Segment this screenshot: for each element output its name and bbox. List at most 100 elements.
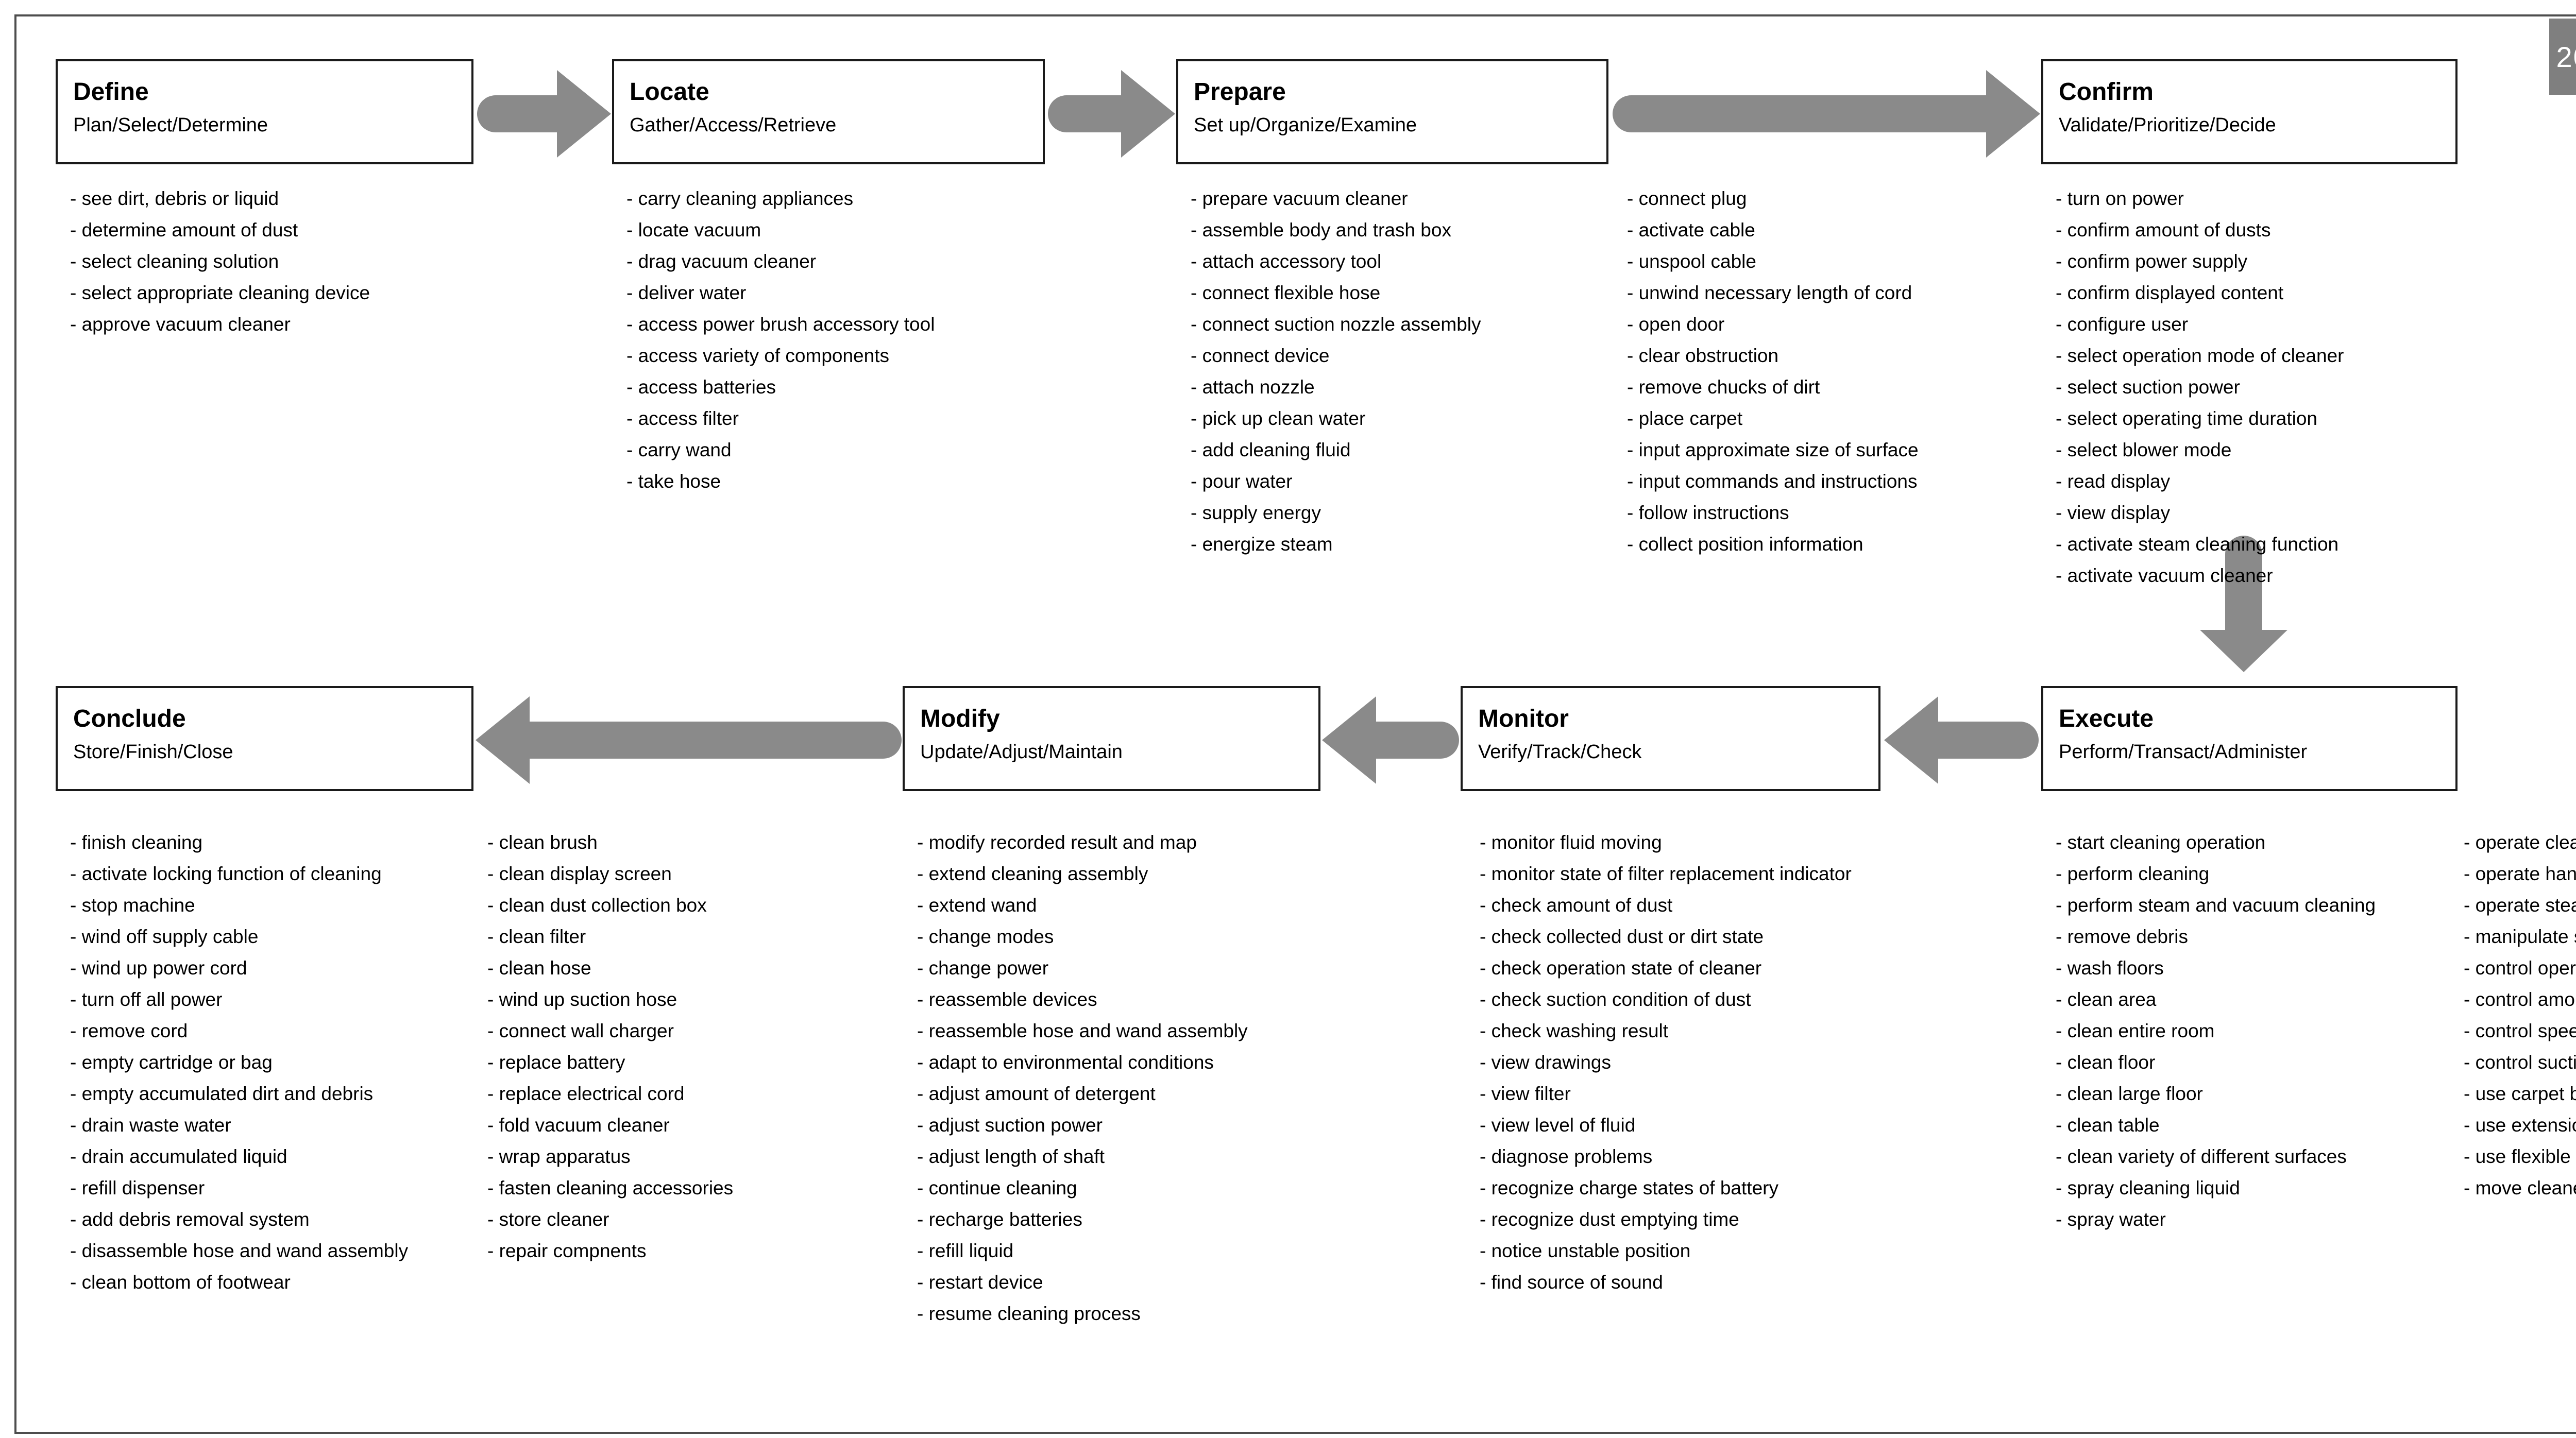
stage-subtitle: Perform/Transact/Administer <box>2059 741 2308 763</box>
task-list-item: - diagnose problems <box>1480 1146 1653 1167</box>
task-list-item: - view filter <box>1480 1083 1571 1104</box>
task-list-item: - select operating time duration <box>2056 408 2317 429</box>
task-list-item: - remove debris <box>2056 926 2189 947</box>
task-list-item: - unwind necessary length of cord <box>1627 282 1912 303</box>
task-list-item: - connect device <box>1191 345 1330 366</box>
task-list-item: - spray water <box>2056 1209 2166 1230</box>
task-list-item: - connect wall charger <box>487 1020 674 1041</box>
task-list-item: - access filter <box>626 408 739 429</box>
prepare-task-list-col2: - connect plug- activate cable- unspool … <box>1627 183 1919 560</box>
task-list-item: - continue cleaning <box>917 1177 1077 1199</box>
task-list-item: - connect plug <box>1627 188 1747 209</box>
task-list-item: - attach nozzle <box>1191 376 1315 398</box>
arrow-shaft <box>477 95 559 132</box>
task-list-item: - assemble body and trash box <box>1191 219 1451 241</box>
task-list-item: - stop machine <box>70 895 195 916</box>
task-list-item: - configure user <box>2056 314 2189 335</box>
task-list-item: - adjust amount of detergent <box>917 1083 1156 1104</box>
task-list-item: - monitor fluid moving <box>1480 832 1662 853</box>
task-list-item: - turn off all power <box>70 989 223 1010</box>
task-list-item: - clean large floor <box>2056 1083 2203 1104</box>
task-list-item: - place carpet <box>1627 408 1743 429</box>
arrow-execute-to-monitor <box>1884 696 2039 784</box>
task-list-item: - access power brush accessory tool <box>626 314 935 335</box>
arrow-modify-to-conclude <box>476 696 902 784</box>
task-list-item: - activate vacuum cleaner <box>2056 565 2273 586</box>
stage-subtitle: Gather/Access/Retrieve <box>630 114 837 136</box>
task-list-item: - clean brush <box>487 832 598 853</box>
task-list-item: - access variety of components <box>626 345 889 366</box>
task-list-item: - control speed of operation <box>2464 1020 2576 1041</box>
task-list-item: - finish cleaning <box>70 832 203 853</box>
arrow-head-icon <box>476 696 530 784</box>
stage-title: Conclude <box>73 705 186 732</box>
task-list-item: - operate handle <box>2464 863 2576 884</box>
task-list-item: - check operation state of cleaner <box>1480 957 1762 979</box>
task-list-item: - drag vacuum cleaner <box>626 251 817 272</box>
stage-title: Monitor <box>1478 705 1569 732</box>
task-list-item: - attach accessory tool <box>1191 251 1382 272</box>
task-list-item: - control suction level <box>2464 1052 2576 1073</box>
arrow-head-icon <box>2200 630 2287 672</box>
execute-task-list-col1: - start cleaning operation- perform clea… <box>2056 827 2376 1235</box>
task-list-item: - adjust suction power <box>917 1115 1103 1136</box>
prepare-task-list-col1: - prepare vacuum cleaner - assemble body … <box>1191 183 1481 560</box>
task-list-item: - operate steam <box>2464 895 2576 916</box>
task-list-item: - store cleaner <box>487 1209 609 1230</box>
arrow-shaft <box>1374 722 1459 759</box>
stage-subtitle: Update/Adjust/Maintain <box>920 741 1123 763</box>
conclude-task-list-col1: - finish cleaning- activate locking func… <box>70 827 408 1298</box>
task-list-item: - add cleaning fluid <box>1191 439 1351 460</box>
task-list-item: - move cleaner body <box>2464 1177 2576 1199</box>
task-list-item: - clean hose <box>487 957 591 979</box>
task-list-item: - check washing result <box>1480 1020 1669 1041</box>
task-list-item: - read display <box>2056 471 2171 492</box>
task-list-item: - manipulate switch <box>2464 926 2576 947</box>
task-list-item: - clean table <box>2056 1115 2160 1136</box>
stage-subtitle: Set up/Organize/Examine <box>1194 114 1417 136</box>
task-list-item: - empty cartridge or bag <box>70 1052 273 1073</box>
task-list-item: - extend cleaning assembly <box>917 863 1148 884</box>
arrow-locate-to-prepare <box>1048 70 1175 158</box>
task-list-item: - recognize charge states of battery <box>1480 1177 1778 1199</box>
task-list-item: - clear obstruction <box>1627 345 1779 366</box>
arrow-head-icon <box>1322 696 1376 784</box>
arrow-head-icon <box>1884 696 1938 784</box>
task-list-item: - refill liquid <box>917 1240 1014 1261</box>
task-list-item: - notice unstable position <box>1480 1240 1691 1261</box>
task-list-item: - connect suction nozzle assembly <box>1191 314 1481 335</box>
task-list-item: - fasten cleaning accessories <box>487 1177 734 1199</box>
arrow-head-icon <box>1986 70 2040 158</box>
task-list-item: - replace electrical cord <box>487 1083 685 1104</box>
task-list-item: - check suction condition of dust <box>1480 989 1751 1010</box>
task-list-item: - follow instructions <box>1627 502 1789 523</box>
task-list-item: - check collected dust or dirt state <box>1480 926 1764 947</box>
task-list-item: - repair compnents <box>487 1240 647 1261</box>
task-list-item: - select cleaning solution <box>70 251 279 272</box>
task-list-item: - restart device <box>917 1272 1043 1293</box>
stage-box-conclude: Conclude Store/Finish/Close <box>56 686 473 791</box>
task-list-item: - replace battery <box>487 1052 625 1073</box>
task-list-item: - check amount of dust <box>1480 895 1673 916</box>
task-list-item: - open door <box>1627 314 1725 335</box>
monitor-task-list: - monitor fluid moving- monitor state of… <box>1480 827 1852 1298</box>
task-list-item: - add debris removal system <box>70 1209 310 1230</box>
execute-task-list-col2: - operate cleaning device- operate handl… <box>2464 827 2576 1204</box>
task-list-item: - view drawings <box>1480 1052 1611 1073</box>
task-list-item: - activate steam cleaning function <box>2056 534 2339 555</box>
locate-task-list: - carry cleaning appliances- locate vacu… <box>626 183 935 497</box>
task-list-item: - prepare vacuum cleaner <box>1191 188 1408 209</box>
arrow-prepare-to-confirm <box>1613 70 2040 158</box>
task-list-item: - confirm amount of dusts <box>2056 219 2271 241</box>
task-list-item: - access batteries <box>626 376 776 398</box>
confirm-task-list: - turn on power- confirm amount of dusts… <box>2056 183 2344 591</box>
modify-task-list: - modify recorded result and map- extend… <box>917 827 1248 1329</box>
task-list-item: - spray cleaning liquid <box>2056 1177 2240 1199</box>
task-list-item: - collect position information <box>1627 534 1863 555</box>
task-list-item: - clean entire room <box>2056 1020 2215 1041</box>
task-list-item: - clean variety of different surfaces <box>2056 1146 2347 1167</box>
task-list-item: - clean area <box>2056 989 2157 1010</box>
task-list-item: - drain accumulated liquid <box>70 1146 287 1167</box>
task-list-item: - reassemble devices <box>917 989 1097 1010</box>
task-list-item: - activate cable <box>1627 219 1755 241</box>
